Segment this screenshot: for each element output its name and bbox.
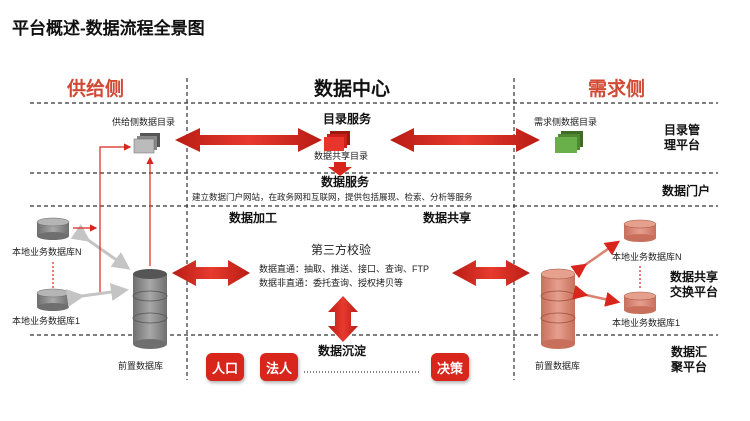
layer-exchange-line2: 交换平台 bbox=[670, 285, 719, 299]
processing-label: 数据加工 bbox=[229, 211, 278, 225]
share-catalog-label: 数据共享目录 bbox=[314, 151, 369, 161]
indirect-label: 数据非直通：委托查询、授权拷贝等 bbox=[259, 278, 404, 288]
layer-exchange-line1: 数据共享 bbox=[670, 270, 719, 284]
supply-front-db-label: 前置数据库 bbox=[118, 361, 164, 371]
demand-salmon-arrow-2 bbox=[572, 285, 621, 307]
demand-db-n-label: 本地业务数据库N bbox=[612, 252, 682, 262]
layer-gather-line1: 数据汇 bbox=[671, 345, 708, 359]
center-column-title: 数据中心 bbox=[314, 79, 391, 100]
demand-front-db-cylinder bbox=[540, 268, 576, 349]
catalog-arrow-left bbox=[175, 128, 322, 152]
catalog-service-icon bbox=[324, 131, 350, 151]
catalog-service-label: 目录服务 bbox=[323, 112, 372, 126]
supply-db-1-cylinder bbox=[36, 288, 70, 311]
verify-label: 第三方校验 bbox=[311, 243, 372, 257]
layer-portal: 数据门户 bbox=[662, 184, 711, 198]
data-service-label: 数据服务 bbox=[321, 175, 370, 189]
demand-db-1-cylinder bbox=[623, 291, 657, 314]
exchange-arrow-right bbox=[452, 260, 530, 286]
layer-catalog-line1: 目录管 bbox=[664, 123, 701, 137]
sediment-arrow bbox=[328, 296, 358, 342]
sharing-label: 数据共享 bbox=[423, 211, 472, 225]
exchange-arrow-left bbox=[172, 260, 250, 286]
supply-grey-arrow-1 bbox=[70, 224, 131, 270]
supply-db-n-label: 本地业务数据库N bbox=[12, 247, 82, 257]
supply-grey-arrow-2 bbox=[65, 283, 129, 307]
demand-column-title: 需求侧 bbox=[588, 79, 646, 100]
store-population: 人口 bbox=[206, 353, 244, 381]
catalog-down-arrow bbox=[328, 162, 352, 176]
supply-db-n-cylinder bbox=[36, 217, 70, 240]
demand-front-db-label: 前置数据库 bbox=[535, 361, 581, 371]
layer-gather-line2: 聚平台 bbox=[671, 360, 708, 374]
column-dividers bbox=[186, 78, 515, 380]
store-legal-person: 法人 bbox=[260, 353, 298, 381]
supply-front-db-cylinder bbox=[132, 269, 168, 349]
demand-catalog-icon bbox=[555, 131, 583, 153]
supply-catalog-label: 供给侧数据目录 bbox=[112, 117, 176, 127]
supply-catalog-icon bbox=[133, 133, 160, 154]
portal-description: 建立数据门户网站，在政务网和互联网，提供包括展现、检索、分析等服务 bbox=[192, 192, 473, 202]
demand-db-1-label: 本地业务数据库1 bbox=[612, 318, 681, 328]
demand-catalog-label: 需求侧数据目录 bbox=[534, 117, 598, 127]
sediment-label: 数据沉淀 bbox=[318, 344, 367, 358]
store-decision: 决策 bbox=[431, 353, 469, 381]
layer-catalog-line2: 理平台 bbox=[664, 138, 701, 152]
supply-column-title: 供给侧 bbox=[67, 79, 125, 100]
supply-db-1-label: 本地业务数据库1 bbox=[12, 316, 81, 326]
supply-red-arrow-up bbox=[99, 143, 132, 292]
demand-db-n-cylinder bbox=[623, 219, 657, 242]
page-title: 平台概述-数据流程全景图 bbox=[12, 19, 205, 38]
catalog-arrow-right bbox=[390, 128, 540, 152]
demand-salmon-arrow-1 bbox=[570, 240, 621, 279]
direct-label: 数据直通：抽取、推送、接口、查询、FTP bbox=[259, 264, 429, 274]
